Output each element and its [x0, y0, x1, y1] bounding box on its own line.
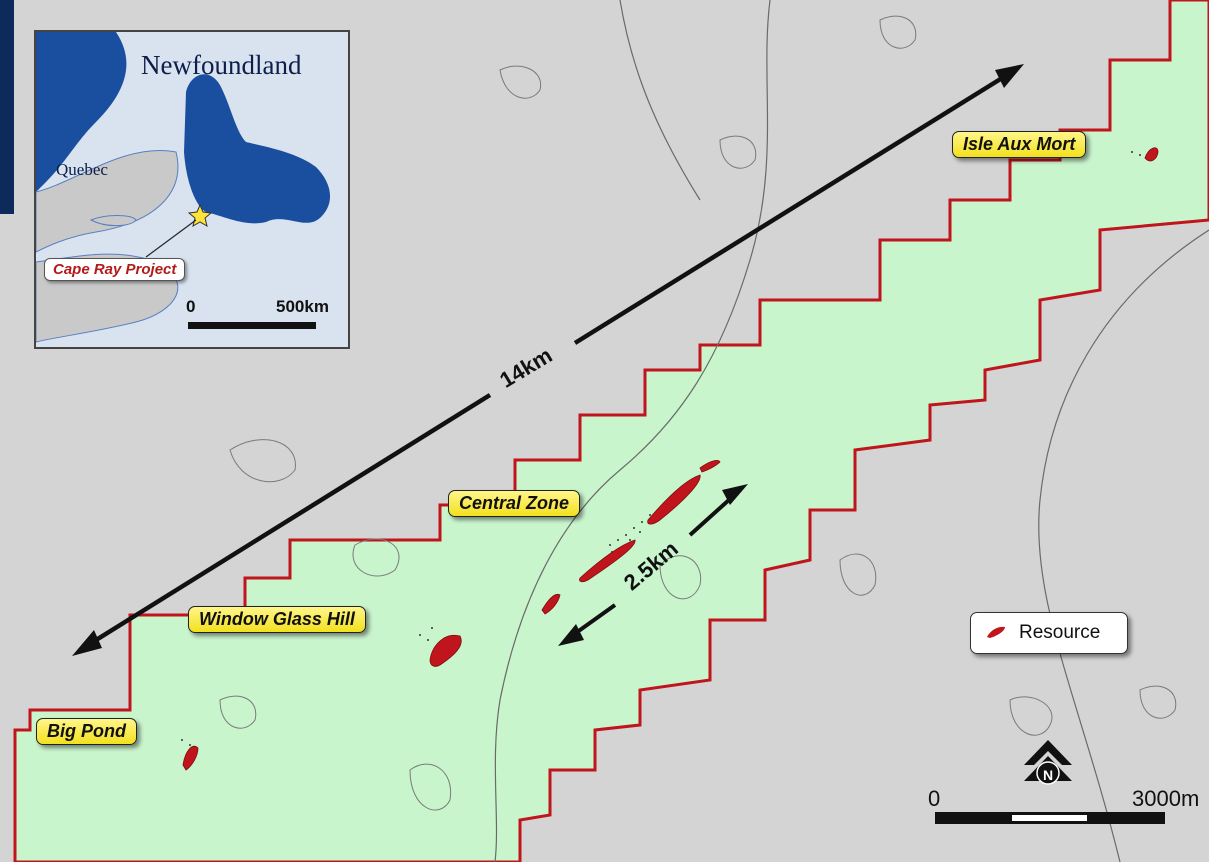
resource-legend-icon [987, 626, 1005, 638]
inset-labrador-land [36, 150, 179, 253]
inset-title: Newfoundland [141, 50, 302, 80]
resource-big-pond [182, 745, 199, 771]
label-isle-aux-mort: Isle Aux Mort [952, 131, 1087, 158]
legend-resource-label: Resource [1019, 622, 1101, 643]
inset-quebec-land [36, 32, 127, 192]
label-window-glass-hill: Window Glass Hill [188, 606, 366, 633]
resource-isle-aux-mort [1144, 147, 1159, 162]
label-big-pond: Big Pond [36, 718, 137, 745]
resource-window-glass-hill [429, 634, 462, 667]
inset-scale-end: 500km [276, 297, 329, 316]
resource-deposits [182, 147, 1159, 771]
resource-central-3 [541, 593, 561, 615]
inset-project-label: Cape Ray Project [44, 258, 186, 281]
scale-label-start: 0 [928, 786, 941, 811]
legend: Resource [970, 612, 1128, 654]
distance-arrow-14km [72, 64, 1024, 656]
edge-tab [0, 0, 14, 214]
inset-scale-start: 0 [186, 297, 196, 316]
scale-bar [935, 812, 1165, 824]
resource-central-2 [579, 539, 636, 583]
scale-label-end: 3000m [1132, 786, 1200, 811]
lake-outlines [219, 15, 1177, 811]
inset-map-base [36, 32, 348, 347]
rivers [494, 0, 1209, 862]
resource-central-1 [647, 474, 701, 525]
svg-text:N: N [1043, 767, 1053, 783]
north-arrow-icon: N [1024, 740, 1072, 785]
inset-newfoundland-land [184, 74, 331, 224]
inset-map: Newfoundland Quebec Cape Ray Project 0 5… [34, 30, 350, 349]
label-central-zone: Central Zone [448, 490, 581, 517]
resource-central-4 [699, 460, 721, 473]
inset-pei-land [89, 215, 137, 227]
inset-scale-bar [188, 322, 316, 329]
distance-arrow-2-5km [558, 484, 748, 646]
property-area [13, 0, 1209, 862]
inset-quebec-label: Quebec [56, 160, 108, 179]
